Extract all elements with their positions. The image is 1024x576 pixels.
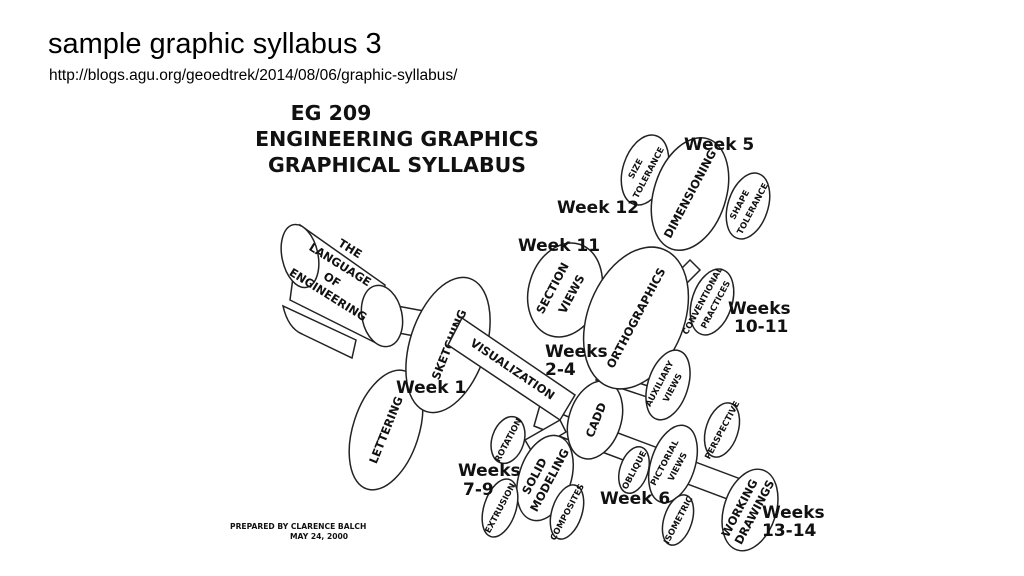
credit: PREPARED BY CLARENCE BALCH MAY 24, 2000 [230, 522, 366, 541]
week-labels: Week 5 Week 12 Week 11 Weeks 10-11 Weeks… [396, 135, 825, 541]
course-code: EG 209 [291, 101, 372, 125]
section-views-wheel: SECTION VIEWS [526, 242, 604, 338]
slide-title: sample graphic syllabus 3 [48, 28, 382, 60]
credit-date: MAY 24, 2000 [290, 532, 348, 541]
week-11-label: Week 11 [518, 236, 600, 256]
visualization-label: VISUALIZATION [468, 336, 558, 403]
diagram-header: EG 209 ENGINEERING GRAPHICS GRAPHICAL SY… [255, 101, 539, 177]
perspective-wheel: PERSPECTIVE [703, 400, 742, 462]
oblique-wheel: OBLIQUE [618, 446, 650, 494]
cadd-wheel: CADD [566, 380, 624, 460]
weeks-7-9-label-2: 7-9 [463, 480, 494, 500]
weeks-2-4-label-1: Weeks [545, 342, 608, 362]
credit-author: PREPARED BY CLARENCE BALCH [230, 522, 366, 531]
weeks-13-14-label-2: 13-14 [762, 521, 817, 541]
weeks-2-4-label-2: 2-4 [545, 360, 576, 380]
weeks-7-9-label-1: Weeks [458, 461, 521, 481]
language-of-engineering-scroll: THE LANGUAGE OF ENGINEERING [280, 223, 404, 360]
week-5-label: Week 5 [684, 135, 754, 155]
source-url[interactable]: http://blogs.agu.org/geoedtrek/2014/08/0… [49, 67, 458, 84]
weeks-10-11-label-2: 10-11 [734, 317, 788, 337]
dimensioning-wheel: DIMENSIONING [650, 136, 730, 252]
orthographics-wheel: ORTHOGRAPHICS [582, 246, 690, 390]
week-12-label: Week 12 [557, 198, 639, 218]
weeks-10-11-label-1: Weeks [728, 299, 791, 319]
auxiliary-views-wheel: AUXILIARY VIEWS [644, 349, 691, 421]
composites-wheel: COMPOSITES [549, 483, 587, 543]
course-name: ENGINEERING GRAPHICS [255, 127, 539, 151]
weeks-13-14-label-1: Weeks [762, 503, 825, 523]
week-6-label: Week 6 [600, 489, 670, 509]
week-1-label: Week 1 [396, 378, 466, 398]
syllabus-label: GRAPHICAL SYLLABUS [268, 153, 526, 177]
pictorial-views-wheel: PICTORIAL VIEWS [647, 424, 699, 504]
